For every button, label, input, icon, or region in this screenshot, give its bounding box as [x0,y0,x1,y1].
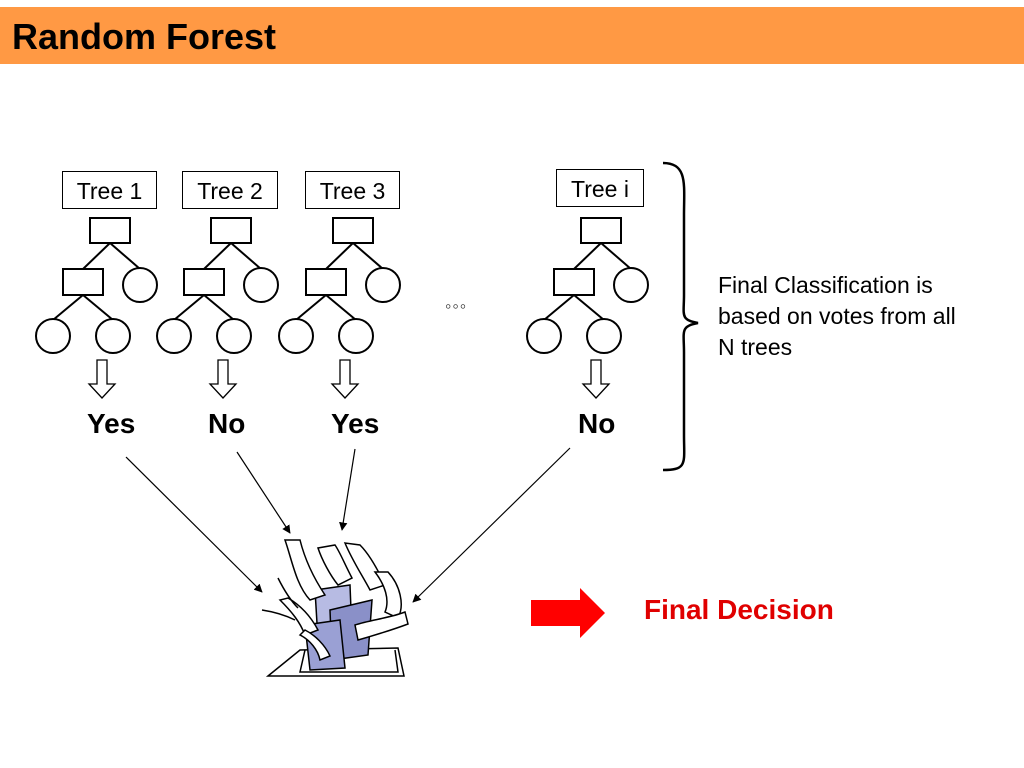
down-arrow-icon [87,359,117,399]
down-arrow-icon [208,359,238,399]
classification-note: Final Classification is based on votes f… [718,272,956,360]
curly-brace [662,161,699,472]
decision-tree-1 [35,217,158,354]
vote-label-2: No [208,408,246,439]
vote-label-i: No [578,408,616,439]
final-decision-label: Final Decision [644,594,834,625]
vote-label-3: Yes [331,408,380,439]
tree-label-2: Tree 2 [182,171,278,209]
decision-tree-2 [156,217,279,354]
ballot-box-illustration [261,539,409,677]
vote-arrow-2 [236,451,291,534]
tree-label-3: Tree 3 [305,171,400,209]
vote-arrow-1 [125,456,263,593]
page-title: Random Forest [12,16,277,57]
decision-tree-3 [278,217,401,354]
vote-label-1: Yes [87,408,136,439]
decision-tree-i [526,217,649,354]
right-arrow-icon [531,588,605,638]
ellipsis: ◦◦◦ [445,296,468,316]
down-arrow-icon [581,359,611,399]
vote-arrow-i [412,447,571,603]
down-arrow-icon [330,359,360,399]
title-bar [0,7,1024,64]
vote-arrow-3 [339,448,356,531]
tree-label-i: Tree i [556,169,644,207]
tree-label-1: Tree 1 [62,171,157,209]
